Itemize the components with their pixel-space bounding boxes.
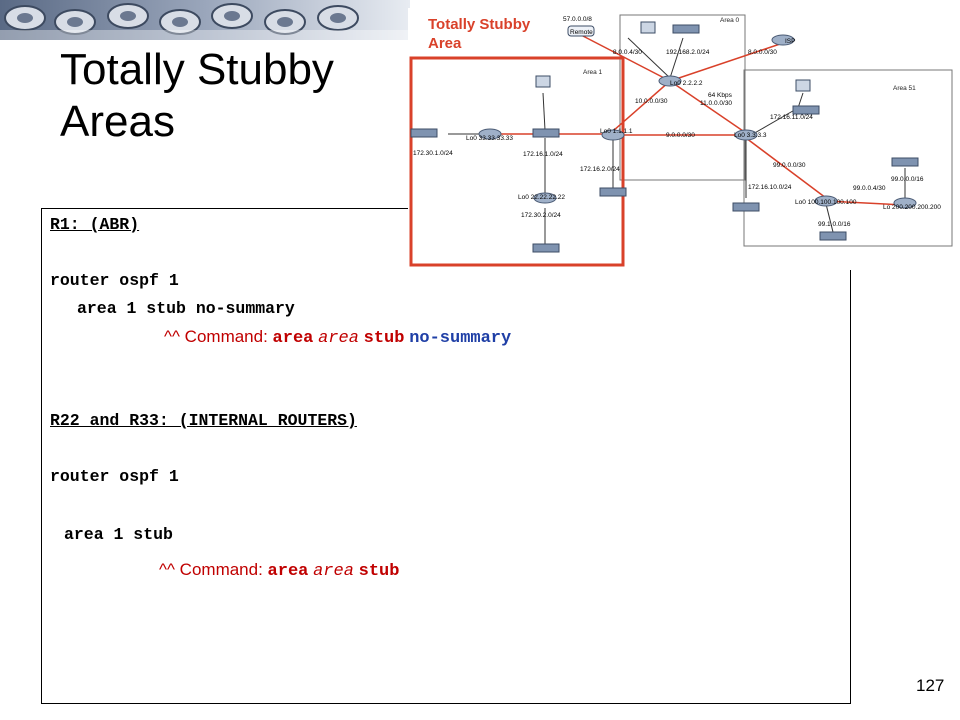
r1-area-stub-line: area 1 stub no-summary: [77, 299, 295, 318]
r2-note-keyword-stub: stub: [358, 562, 400, 581]
label-remote: Remote: [570, 29, 593, 36]
label-net-10: 10.0.0.0/30: [635, 98, 668, 105]
r2-heading: R22 and R33: (INTERNAL ROUTERS): [50, 411, 357, 430]
r2-command-note: ^^ Command: area area stub: [159, 560, 399, 581]
router-icons: [478, 34, 917, 209]
r2-note-keyword-area: area: [267, 562, 309, 581]
label-net-8-0: 8.0.0.0/30: [748, 49, 777, 56]
r2-router-ospf-line: router ospf 1: [50, 467, 179, 486]
label-net-172-16-10: 172.16.10.0/24: [748, 184, 792, 191]
area51-label: Area 51: [893, 85, 916, 92]
r1-router-ospf-line: router ospf 1: [50, 271, 179, 290]
label-net-11: 11.0.0.0/30: [700, 100, 732, 107]
r1-note-keyword-no-summary: no-summary: [409, 329, 512, 348]
r1-note-var-area: area: [318, 329, 359, 348]
label-lo0-1: Lo0 1.1.1.1: [600, 128, 633, 135]
label-kbps: 64 Kbps: [708, 92, 733, 99]
label-net-99-16: 99.0.0.0/16: [891, 176, 924, 183]
r1-command-note: ^^ Command: area area stub no-summary: [164, 327, 511, 348]
slide-title-line1: Totally Stubby: [60, 45, 334, 94]
label-lo-200: Lo 200.200.200.200: [883, 204, 941, 211]
area0-box: [619, 14, 746, 181]
label-lo0-3: Lo0 3.3.3.3: [734, 132, 767, 139]
label-net-172-30-1: 172.30.1.0/24: [413, 150, 453, 157]
label-net-57: 57.0.0.0/8: [563, 16, 592, 23]
label-net-172-30-2: 172.30.2.0/24: [521, 212, 561, 219]
slide-title-line2: Areas: [60, 97, 175, 146]
diagram-caption-line1: Totally Stubby: [428, 16, 531, 33]
label-net-8-4: 8.0.0.4/30: [613, 49, 642, 56]
config-code-box: R1: (ABR) router ospf 1 area 1 stub no-s…: [41, 208, 851, 704]
label-net-172-16-11: 172.16.11.0/24: [770, 114, 813, 121]
label-net-99-0: 99.0.0.0/30: [773, 162, 806, 169]
label-lo0-100: Lo0 100.100.100.100: [795, 199, 857, 206]
switch-icons: [410, 24, 919, 253]
r1-heading: R1: (ABR): [50, 215, 140, 234]
lan-links: [448, 37, 906, 246]
diagram-labels: 57.0.0.0/8 Remote ISP 8.0.0.4/30 192.168…: [413, 16, 941, 228]
pc-icons: [535, 21, 811, 92]
slide-number: 127: [916, 676, 945, 695]
area0-label: Area 0: [720, 17, 740, 24]
label-net-99-4: 99.0.0.4/30: [853, 185, 886, 192]
r2-area-stub-line: area 1 stub: [64, 525, 173, 544]
remote-router-icon: [567, 25, 595, 37]
r2-note-prefix: ^^ Command:: [159, 560, 268, 579]
label-net-192: 192.168.2.0/24: [666, 49, 710, 56]
r2-note-var-area: area: [313, 562, 354, 581]
banner-image: [0, 0, 410, 40]
label-lo0-2: Lo0 2.2.2.2: [670, 80, 703, 87]
area1-box: [409, 56, 625, 267]
label-net-172-16-2: 172.16.2.0/24: [580, 166, 620, 173]
label-net-172-16-1: 172.16.1.0/24: [523, 151, 563, 158]
area1-label: Area 1: [583, 69, 603, 76]
label-net-99-1: 99.1.0.0/16: [818, 221, 851, 228]
slide-title: Totally Stubby Areas: [60, 44, 334, 148]
r1-note-prefix: ^^ Command:: [164, 327, 273, 346]
r1-note-keyword-area: area: [272, 329, 314, 348]
label-net-9: 9.0.0.0/30: [666, 132, 695, 139]
r1-note-keyword-stub: stub: [363, 329, 405, 348]
diagram-caption-line2: Area: [428, 35, 462, 52]
label-lo0-22: Lo0 22.22.22.22: [518, 194, 565, 201]
label-isp: ISP: [785, 38, 795, 45]
label-lo0-33: Lo0 33.33.33.33: [466, 135, 513, 142]
area51-box: [743, 69, 953, 247]
ospf-topology-diagram: Totally Stubby Area Area 0 Area 1 Area 5…: [408, 8, 956, 270]
